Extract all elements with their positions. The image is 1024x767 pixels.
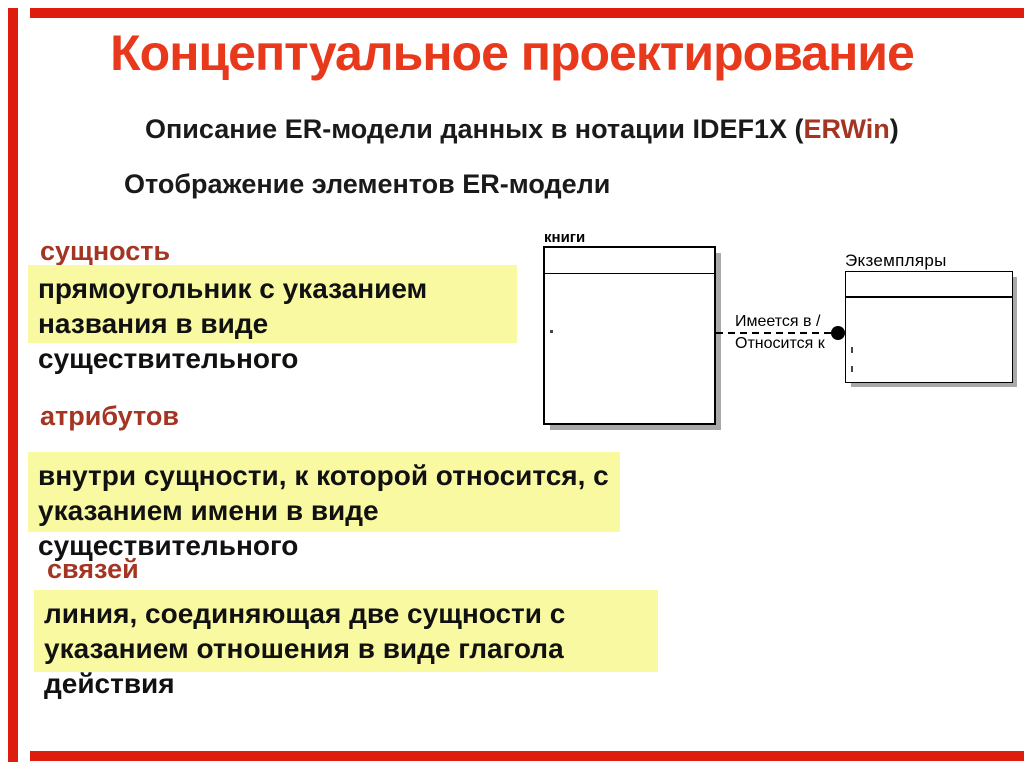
frame-left-bar [8,8,18,762]
entity-books-box [543,246,716,425]
note-attributes-line1: внутри сущности, к которой относится, с [38,460,609,491]
relationship-cardinality-dot [831,326,845,340]
section-heading: Отображение элементов ER-модели [124,169,611,199]
term-entity: сущность [40,236,171,266]
entity-books-label: книги [544,229,586,246]
term-attributes: атрибутов [40,401,179,431]
entity-books-divider [545,273,714,274]
attribute-placeholder-mark [851,347,853,353]
page-title: Концептуальное проектирование [110,25,915,81]
entity-copies-box [845,271,1013,383]
subtitle-suffix: ) [889,114,899,144]
attribute-placeholder-mark [851,366,853,372]
subtitle-highlight: ERWin [803,114,890,144]
note-entity: прямоугольник с указанием названия в вид… [28,265,517,374]
relationship-label-top: Имеется в / [735,313,821,330]
attribute-placeholder-mark [550,330,553,333]
relationship-dashed-line [716,332,840,334]
subtitle: Описание ER-модели данных в нотации IDEF… [145,114,899,145]
note-attributes-line2: указанием имени в виде существительного [38,495,379,561]
entity-copies-divider [846,296,1012,298]
term-relations: связей [47,554,139,584]
note-relations: линия, соединяющая две сущности с указан… [34,590,658,699]
note-entity-line1: прямоугольник с указанием [38,273,428,304]
note-entity-line2: названия в виде существительного [38,308,299,374]
subtitle-prefix: Описание ER-модели данных в нотации IDEF… [145,114,804,144]
entity-copies-label: Экземпляры [845,251,947,270]
relationship-label-bottom: Относится к [735,335,825,352]
frame-bottom-bar [30,751,1024,761]
note-relations-line2: указанием отношения в виде глагола дейст… [44,633,564,699]
note-attributes: внутри сущности, к которой относится, с … [28,452,620,561]
note-relations-line1: линия, соединяющая две сущности с [44,598,566,629]
frame-top-bar [30,8,1024,18]
